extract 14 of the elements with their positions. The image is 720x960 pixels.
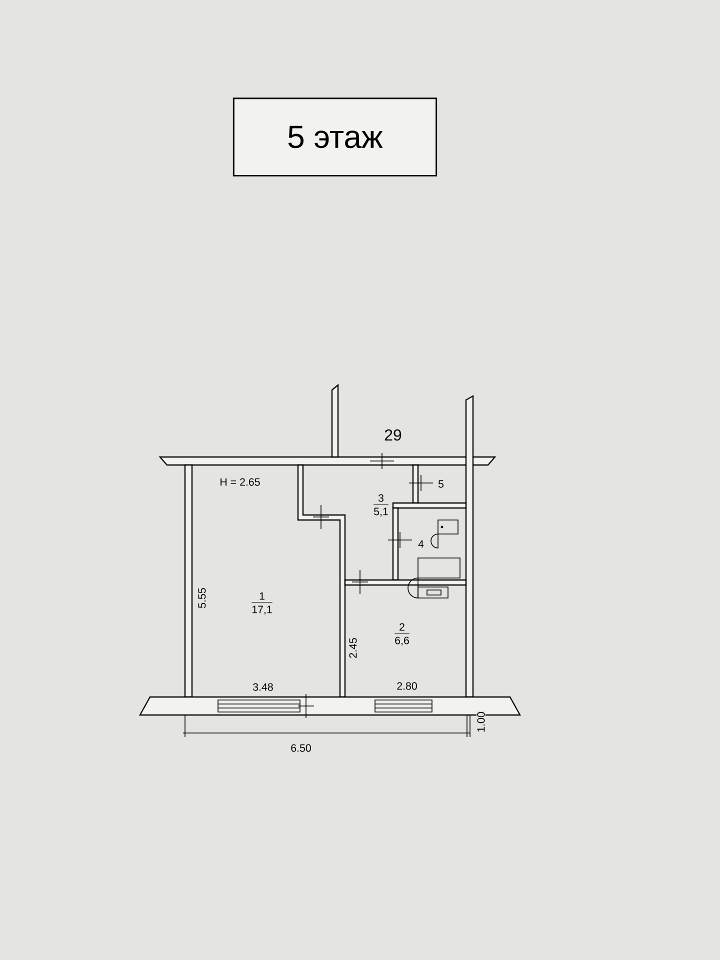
floor-title-box: 5 этаж: [232, 98, 438, 176]
dimension-label: 2.45: [348, 636, 358, 660]
dimension-label: 1.00: [476, 710, 486, 734]
dimension-label: 2.80: [396, 682, 418, 690]
room-label: 3 5,1: [373, 494, 389, 516]
dimension-label: 6.50: [290, 744, 312, 752]
room-label: 4: [418, 540, 424, 548]
room-label: 2 6,6: [394, 623, 410, 646]
room-label: 5: [438, 480, 444, 488]
dimension-label: 5.55: [198, 586, 206, 610]
apartment-number: 29: [383, 428, 403, 442]
dimension-label: 3.48: [252, 682, 274, 692]
ceiling-height-label: H = 2.65: [219, 478, 261, 486]
room-label: 1 17,1: [251, 592, 273, 614]
